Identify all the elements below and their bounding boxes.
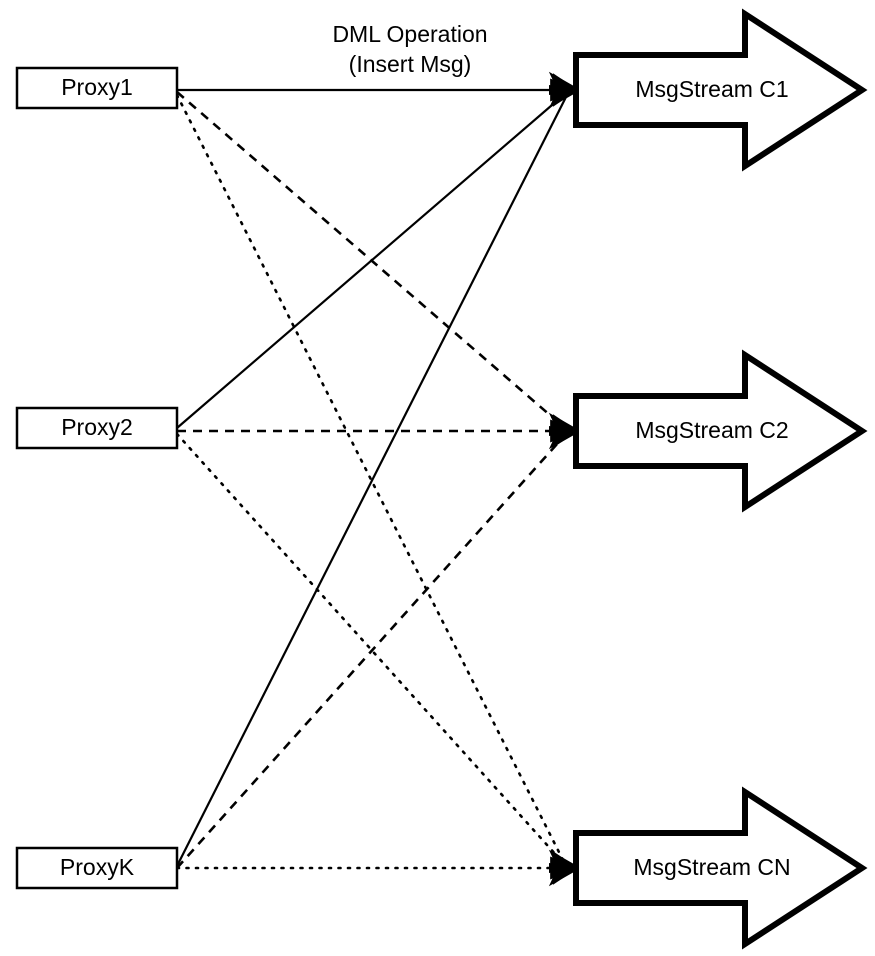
msgstream-label-stream_cn: MsgStream CN: [633, 854, 790, 880]
msgstream-node-stream_c1[interactable]: MsgStream C1: [573, 8, 868, 172]
arrowhead-spike-4-head-c2: [553, 414, 578, 431]
msgstream-label-stream_c1: MsgStream C1: [635, 76, 788, 102]
msgstream-label-stream_c2: MsgStream C2: [635, 417, 788, 443]
msgstream-node-stream_cn[interactable]: MsgStream CN: [573, 786, 868, 950]
proxy-box-proxy1[interactable]: [15, 66, 179, 110]
proxy-node-proxyk[interactable]: ProxyK: [15, 846, 179, 890]
annotation-line-1: DML Operation: [332, 21, 487, 47]
edge-proxyk-to-stream_c1: [176, 96, 567, 867]
msgstream-node-stream_c2[interactable]: MsgStream C2: [573, 349, 868, 513]
proxy-label-proxy2: Proxy2: [61, 414, 133, 440]
msgstream-nodes-layer: MsgStream C1 MsgStream C2 MsgStream CN: [573, 8, 868, 950]
arrowhead-group-head-c1: [548, 71, 582, 109]
edge-proxyk-to-stream_c2: [176, 433, 567, 869]
arrowhead-spike-4-head-cn: [553, 851, 578, 868]
proxy-node-proxy2[interactable]: Proxy2: [15, 406, 179, 450]
proxy-label-proxy1: Proxy1: [61, 74, 133, 100]
msgstream-arrow-shape-stream_c1[interactable]: [573, 8, 868, 172]
arrowhead-group-head-c2: [548, 412, 582, 450]
arrowheads-layer: [548, 71, 582, 887]
arrowhead-spike-0-head-c1: [553, 90, 578, 107]
arrowhead-spike-4-head-c1: [553, 73, 578, 90]
edge-proxy1-to-stream_cn: [175, 93, 568, 868]
msgstream-arrow-shape-stream_c2[interactable]: [573, 349, 868, 513]
edges-layer: [175, 88, 568, 870]
arrowhead-spike-0-head-c2: [553, 431, 578, 448]
annotation-line-2: (Insert Msg): [349, 51, 472, 77]
proxy-label-proxyk: ProxyK: [60, 854, 135, 880]
edge-proxy2-to-stream_cn: [175, 432, 568, 868]
arrowhead-group-head-cn: [548, 849, 582, 887]
edge-proxy2-to-stream_c1: [176, 92, 567, 429]
proxy-node-proxy1[interactable]: Proxy1: [15, 66, 179, 110]
dml-operation-annotation: DML Operation (Insert Msg): [332, 21, 487, 77]
proxy-box-proxy2[interactable]: [15, 406, 179, 450]
arrowhead-spike-0-head-cn: [553, 868, 578, 885]
msgstream-arrow-shape-stream_cn[interactable]: [573, 786, 868, 950]
proxy-box-proxyk[interactable]: [15, 846, 179, 890]
